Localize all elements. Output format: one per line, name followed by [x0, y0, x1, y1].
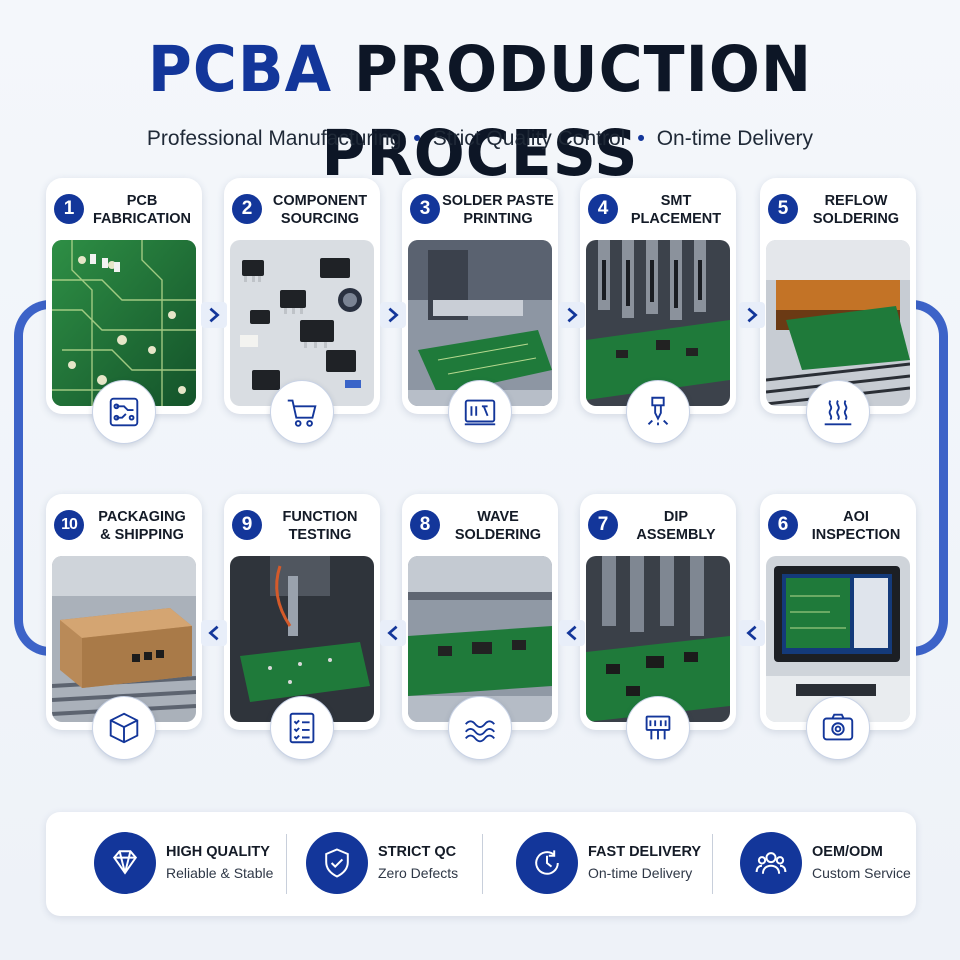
flow-arrow-left [201, 620, 227, 646]
title-rest: PRODUCTION PROCESS [321, 33, 813, 191]
title-accent: PCBA [147, 33, 333, 107]
flow-arrow-right [739, 302, 765, 328]
camera-icon [806, 696, 870, 760]
diamond-icon [94, 832, 156, 894]
step-number: 5 [768, 194, 798, 224]
wave-icon [448, 696, 512, 760]
flow-arrow-right [559, 302, 585, 328]
step-number: 3 [410, 194, 440, 224]
step-photo-wave [408, 556, 552, 722]
step-photo-packaging [52, 556, 196, 722]
step-photo-smt [586, 240, 730, 406]
step-photo-components [230, 240, 374, 406]
feature-subtitle: Custom Service [812, 865, 911, 881]
divider [712, 834, 713, 894]
step-photo-reflow [766, 240, 910, 406]
feature-title: OEM/ODM [812, 844, 883, 860]
feature-title: STRICT QC [378, 844, 457, 860]
subtitle-item: Professional Manufacturing [146, 127, 402, 150]
step-label: PACKAGING& SHIPPING [98, 509, 186, 543]
stencil-printer-icon [448, 380, 512, 444]
flow-arrow-left [739, 620, 765, 646]
box-icon [92, 696, 156, 760]
step-photo-dip [586, 556, 730, 722]
divider [286, 834, 287, 894]
through-hole-component-icon [626, 696, 690, 760]
step-number: 2 [232, 194, 262, 224]
flow-arrow-left [380, 620, 406, 646]
step-card-packaging-shipping[interactable]: 10 PACKAGING& SHIPPING [46, 494, 202, 760]
feature-subtitle: On-time Delivery [588, 865, 693, 881]
flow-arrow-right [380, 302, 406, 328]
pick-place-nozzle-icon [626, 380, 690, 444]
step-photo-testing [230, 556, 374, 722]
feature-title: FAST DELIVERY [588, 844, 702, 860]
feature-title: HIGH QUALITY [166, 844, 270, 860]
shopping-cart-icon [270, 380, 334, 444]
step-number: 1 [54, 194, 84, 224]
bullet-dot: • [413, 127, 421, 150]
checklist-icon [270, 696, 334, 760]
users-icon [740, 832, 802, 894]
flow-arrow-right [201, 302, 227, 328]
divider [482, 834, 483, 894]
shield-check-icon [306, 832, 368, 894]
loop-connector-right [888, 300, 948, 656]
step-number: 4 [588, 194, 618, 224]
feature-subtitle: Zero Defects [378, 865, 459, 881]
clock-icon [516, 832, 578, 894]
step-number: 9 [232, 510, 262, 540]
page-subtitle: Professional Manufacturing • Strict Qualit… [0, 124, 960, 154]
feature-subtitle: Reliable & Stable [166, 865, 274, 881]
features-bar: HIGH QUALITY Reliable & Stable STRICT QC… [46, 812, 916, 916]
circuit-board-icon [92, 380, 156, 444]
heat-waves-icon [806, 380, 870, 444]
step-number: 7 [588, 510, 618, 540]
step-number: 8 [410, 510, 440, 540]
step-number: 6 [768, 510, 798, 540]
loop-connector-left [14, 300, 74, 656]
flow-arrow-left [559, 620, 585, 646]
page-title: PCBA PRODUCTION PROCESS [0, 28, 960, 196]
step-photo-aoi [766, 556, 910, 722]
subtitle-item: Strict Quality Control [432, 127, 626, 150]
step-number: 10 [54, 510, 84, 540]
bullet-dot: • [637, 127, 645, 150]
subtitle-item: On-time Delivery [656, 127, 814, 150]
step-photo-pcb [52, 240, 196, 406]
